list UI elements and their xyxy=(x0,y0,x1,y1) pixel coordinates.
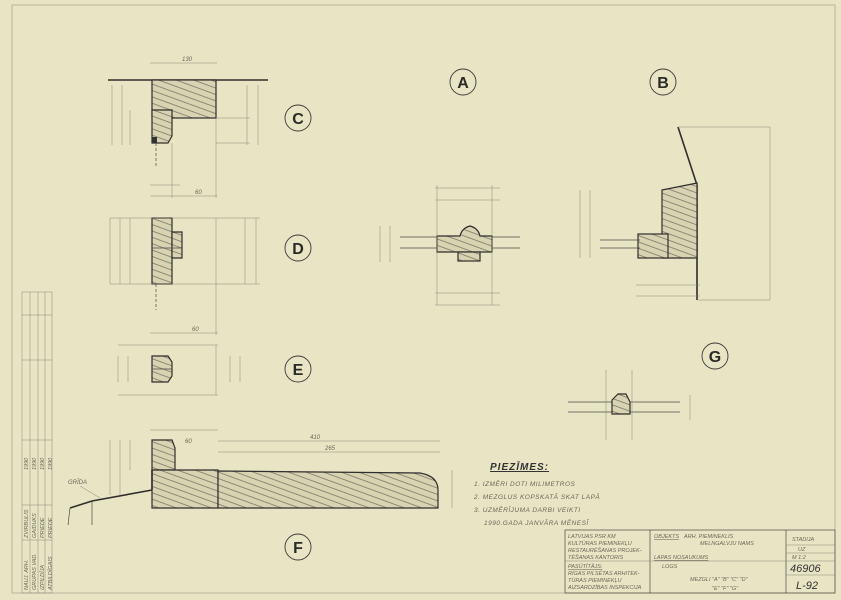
title_block-stage: STADIJA xyxy=(792,537,815,543)
detail-c-drawing: 130 60 xyxy=(108,57,268,198)
floor-label: GRĪDA xyxy=(68,479,87,486)
title-block: LATVIJAS PSR KM KULTŪRAS PIEMINEKĻU REST… xyxy=(564,529,836,594)
details-A: A xyxy=(457,75,469,92)
title_block-sheet_label: LAPAS NOSAUKUMS xyxy=(654,555,709,561)
title_block-stage_val: UZ xyxy=(798,547,806,553)
title_block-org-1: KULTŪRAS PIEMINEKĻU xyxy=(568,540,632,547)
drawing-number: 46906 xyxy=(790,563,821,575)
side_block-names-0: ZVIRBULIS xyxy=(24,509,30,539)
side_block-dates-0: 1990 xyxy=(24,457,30,470)
title_block-object-0: ARH. PIEMINEKLIS xyxy=(683,534,734,540)
side_block-rows-2: IZPILDĪJA xyxy=(39,565,46,590)
detail-f-drawing: 60 410 265 GRĪDA xyxy=(67,429,453,526)
side_block-dates-1: 1990 xyxy=(32,457,38,470)
side_block-rows-1: GRUPAS VAD. xyxy=(32,553,38,590)
side_block-rows-0: NAUJ. ARH. xyxy=(24,560,30,590)
details-B: B xyxy=(657,75,669,92)
side_block-names-1: GAIDUKS xyxy=(32,513,38,538)
sheet-border xyxy=(11,4,836,594)
detail-d-drawing: 60 xyxy=(109,217,260,335)
dim-f-total: 410 xyxy=(310,435,321,441)
detail-b-drawing xyxy=(579,126,771,301)
title_block-client-2: AIZSARDZĪBAS INSPEKCIJA xyxy=(567,584,642,591)
dim-d-bottom: 60 xyxy=(192,327,199,333)
title_block-object-1: MELNGALVJU NAMS xyxy=(700,541,754,547)
side_block-names-2: PRIEDE xyxy=(40,517,46,538)
note-item: 1. IZMĒRI DOTI MILIMETROS xyxy=(474,480,576,488)
dim-c-bottom: 60 xyxy=(195,190,202,196)
title_block-client-1: TŪRAS PIEMINEKĻU xyxy=(568,577,622,584)
details-E: E xyxy=(293,362,304,379)
title_block-scale: M 1:2 xyxy=(792,555,806,561)
note-item: 3. UZMĒRĪJUMA DARBI VEIKTI xyxy=(474,506,581,514)
dim-f-inner: 265 xyxy=(324,446,336,452)
details-D: D xyxy=(292,241,304,258)
detail-label-e: E xyxy=(284,355,312,383)
title_block-object_label: OBJEKTS xyxy=(654,534,679,540)
detail-label-c: C xyxy=(284,104,312,132)
title_block-org-0: LATVIJAS PSR KM xyxy=(568,534,616,540)
details-C: C xyxy=(292,111,304,128)
detail-e-drawing xyxy=(117,344,241,396)
dim-f-mid: 60 xyxy=(185,439,192,445)
title_block-client-0: RĪGAS PILSĒTAS ARHITEK- xyxy=(568,570,640,577)
title_block-org-2: RESTAURĒŠANAS PROJEK- xyxy=(568,547,642,554)
detail-a-drawing xyxy=(379,185,520,306)
detail-g-drawing xyxy=(568,370,691,440)
side_block-rows-3: ATBILDĪGAIS xyxy=(47,556,54,591)
side_block-names-3: PRIEDE xyxy=(48,517,54,538)
title_block-nodes: MEZGLI "A" "B" "C" "D" xyxy=(690,577,749,583)
sheet-number: L-92 xyxy=(796,580,818,592)
detail-label-f: F xyxy=(284,533,312,561)
note-item: 1990.GADA JANVĀRA MĒNESĪ xyxy=(484,519,589,527)
side-signature-block: NAUJ. ARH. GRUPAS VAD. IZPILDĪJA ATBILDĪ… xyxy=(21,291,54,594)
side_block-dates-2: 1990 xyxy=(40,457,46,470)
title_block-sheet: LOGS xyxy=(662,564,678,570)
detail-label-a: A xyxy=(449,68,477,96)
side_block-dates-3: 1990 xyxy=(48,457,54,470)
detail-label-g: G xyxy=(701,342,729,370)
details-G: G xyxy=(709,349,721,366)
dim-c-top: 130 xyxy=(182,57,193,63)
title_block-nodes2: "E" "F" "G" xyxy=(712,586,739,592)
notes: PIEZĪMES: 1. IZMĒRI DOTI MILIMETROS 2. M… xyxy=(473,461,600,527)
title_block-org-3: TĒŠANAS KANTORIS xyxy=(568,554,624,561)
detail-label-d: D xyxy=(284,234,312,262)
detail-label-b: B xyxy=(649,68,677,96)
notes-title: PIEZĪMES: xyxy=(490,461,549,473)
title_block-client_label: PASŪTĪTĀJS: xyxy=(568,563,603,570)
note-item: 2. MEZGLUS KOPSKATĀ SKAT LAPĀ xyxy=(473,493,600,501)
details-F: F xyxy=(293,540,303,557)
